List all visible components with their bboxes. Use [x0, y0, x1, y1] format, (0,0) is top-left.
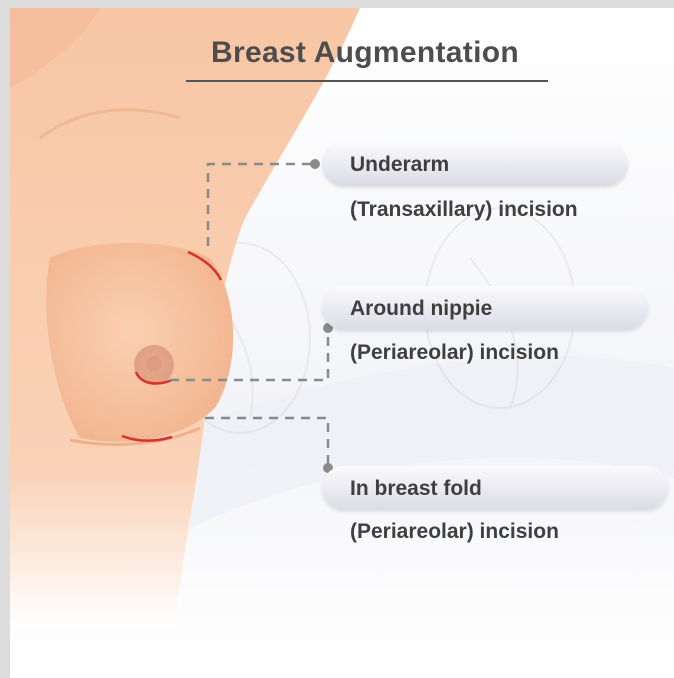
diagram-card: Breast Augmentation Underarm (Transaxill…: [10, 8, 674, 678]
nipple: [146, 356, 162, 372]
incision-sublabel-breast-fold: (Periareolar) incision: [350, 520, 559, 544]
incision-sublabel-underarm: (Transaxillary) incision: [350, 198, 578, 222]
incision-sublabel-periareolar: (Periareolar) incision: [350, 341, 559, 365]
page-title: Breast Augmentation: [180, 36, 550, 70]
leader-dot-underarm: [310, 159, 320, 169]
incision-label-breast-fold: In breast fold: [350, 477, 482, 501]
breast: [46, 243, 233, 442]
illustration: [10, 8, 674, 678]
incision-label-periareolar: Around nippie: [350, 297, 492, 321]
title-underline: [186, 80, 548, 82]
incision-label-underarm: Underarm: [350, 153, 449, 177]
